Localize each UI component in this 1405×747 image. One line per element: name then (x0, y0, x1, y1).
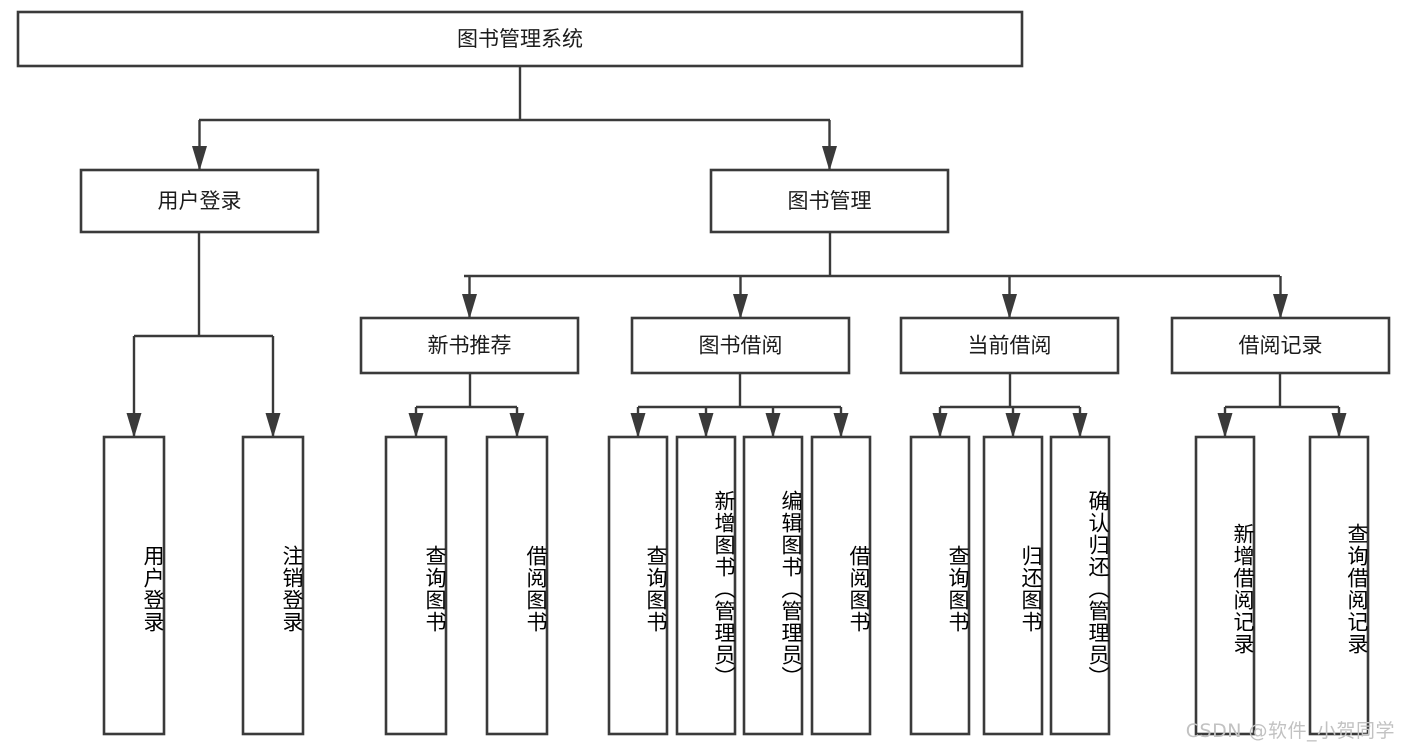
node-box-leaf-add-record[interactable] (1194, 435, 1256, 736)
arrow-icon-book-manage (822, 146, 837, 171)
node-box-new-book-recommend[interactable] (359, 316, 580, 375)
boxes-layer (16, 10, 1391, 736)
arrow-icon-leaf-confirm-return (1072, 413, 1088, 438)
arrow-icon-new-book-recommend (462, 294, 477, 319)
node-label-new-book-recommend: 新书推荐 (428, 334, 512, 358)
node-label-root: 图书管理系统 (457, 27, 583, 51)
node-box-borrow-record[interactable] (1170, 316, 1391, 375)
arrow-icon-leaf-user-login (126, 413, 142, 438)
node-label-book-borrow: 图书借阅 (699, 334, 783, 358)
node-box-root[interactable] (16, 10, 1024, 68)
arrow-icon-borrow-record (1273, 294, 1288, 319)
arrow-icon-leaf-borrow-book-1 (509, 413, 525, 438)
arrow-icon-user-login (192, 146, 207, 171)
node-box-leaf-query-book-3[interactable] (909, 435, 971, 736)
node-box-leaf-return-book[interactable] (982, 435, 1044, 736)
arrow-icon-leaf-query-book-1 (408, 413, 424, 438)
arrow-icon-leaf-edit-book (765, 413, 781, 438)
node-label-book-manage: 图书管理 (788, 189, 872, 213)
arrow-icon-leaf-add-book (698, 413, 714, 438)
arrow-icon-book-borrow (733, 294, 748, 319)
node-box-book-manage[interactable] (709, 168, 950, 234)
node-box-leaf-query-book-1[interactable] (384, 435, 448, 736)
node-box-user-login[interactable] (79, 168, 320, 234)
node-box-leaf-query-book-2[interactable] (607, 435, 669, 736)
arrow-icon-leaf-return-book (1005, 413, 1021, 438)
arrow-icon-leaf-add-record (1217, 413, 1233, 438)
node-box-leaf-user-login[interactable] (102, 435, 166, 736)
node-box-leaf-edit-book[interactable] (742, 435, 804, 736)
node-box-book-borrow[interactable] (630, 316, 851, 375)
node-box-leaf-logout[interactable] (241, 435, 305, 736)
arrow-icon-leaf-query-record (1331, 413, 1347, 438)
node-label-user-login: 用户登录 (158, 189, 242, 213)
node-box-leaf-add-book[interactable] (675, 435, 737, 736)
node-box-leaf-query-record[interactable] (1308, 435, 1370, 736)
arrow-icon-leaf-borrow-book-2 (833, 413, 849, 438)
node-box-leaf-borrow-book-1[interactable] (485, 435, 549, 736)
arrow-icon-leaf-query-book-3 (932, 413, 948, 438)
node-box-leaf-confirm-return[interactable] (1049, 435, 1111, 736)
connectors-layer (126, 66, 1347, 438)
node-box-leaf-borrow-book-2[interactable] (810, 435, 872, 736)
arrow-icon-current-borrow (1002, 294, 1017, 319)
watermark-csdn: CSDN @软件_小贺同学 (1185, 720, 1395, 742)
arrow-icon-leaf-query-book-2 (630, 413, 646, 438)
node-label-borrow-record: 借阅记录 (1239, 334, 1323, 358)
node-label-current-borrow: 当前借阅 (968, 334, 1052, 358)
arrow-icon-leaf-logout (265, 413, 281, 438)
node-box-current-borrow[interactable] (899, 316, 1120, 375)
